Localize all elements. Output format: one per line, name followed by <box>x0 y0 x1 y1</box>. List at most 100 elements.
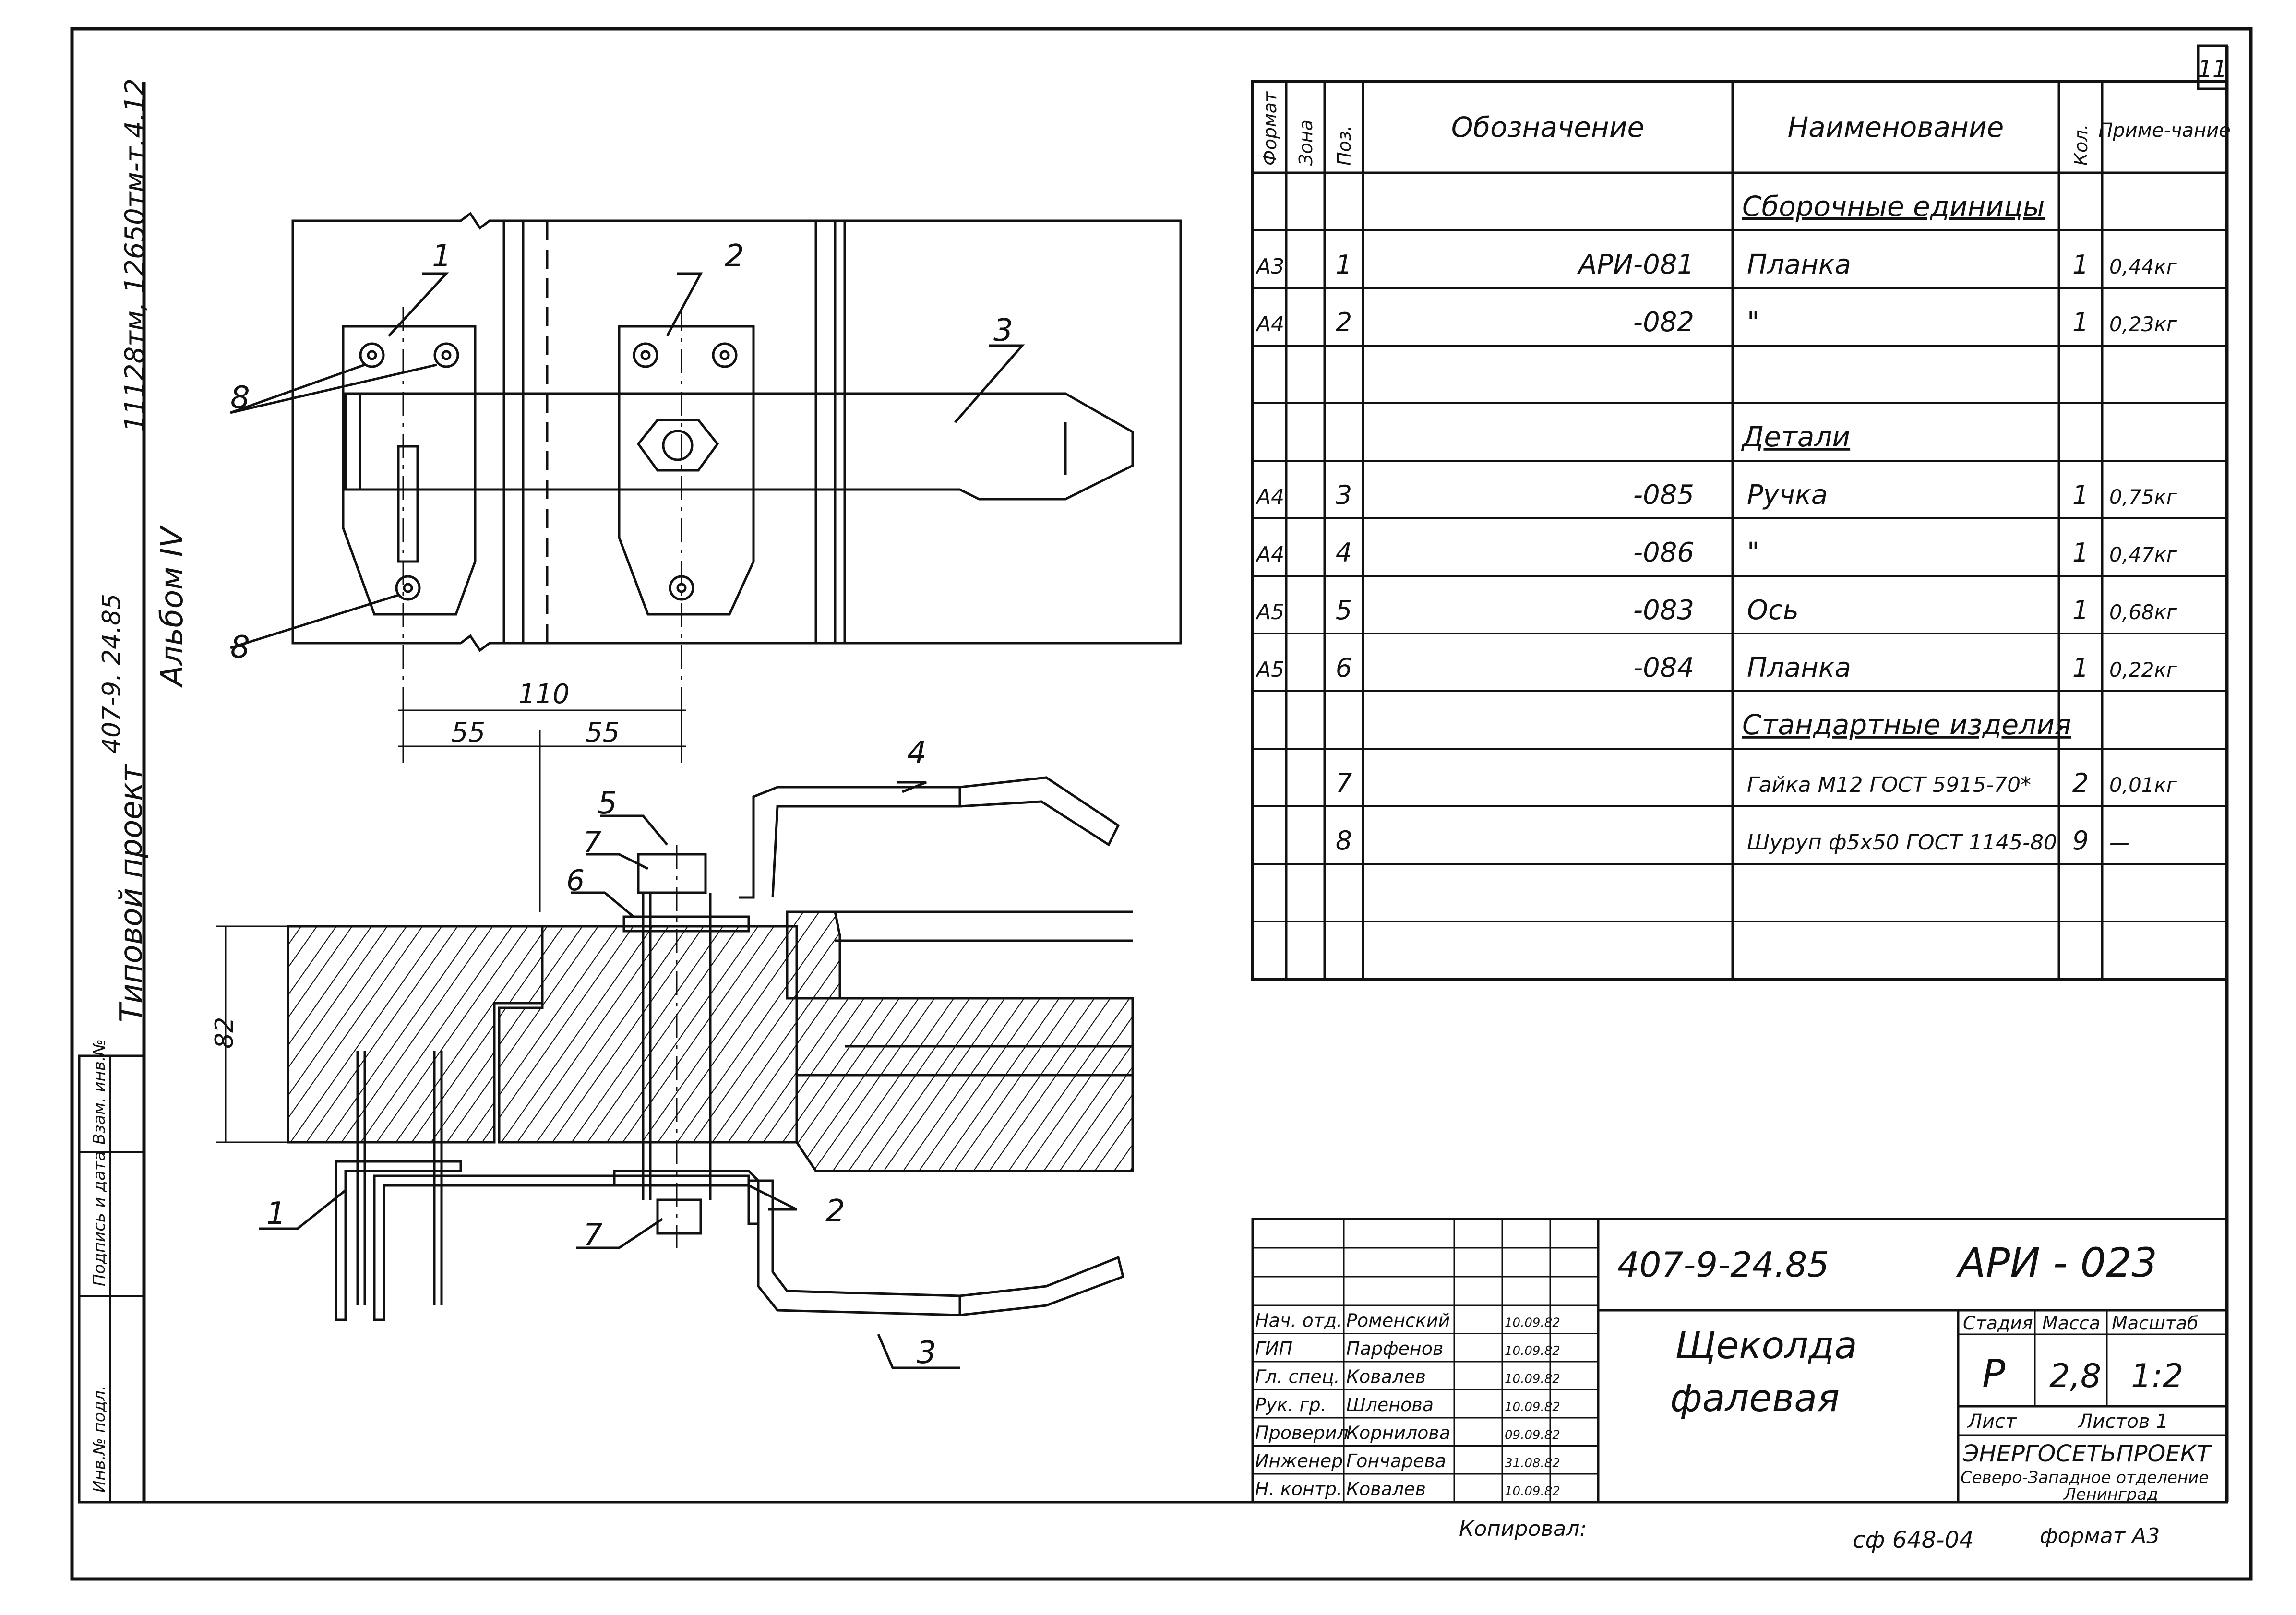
callout-3-top: 3 <box>993 313 1013 348</box>
signature-date: 10.09.82 <box>1505 1316 1560 1330</box>
spec-cell-name: Ось <box>1747 595 1799 626</box>
signature-role: Нач. отд. <box>1255 1310 1342 1331</box>
spec-cell-qty: 1 <box>2072 653 2089 683</box>
spec-cell-pos: 4 <box>1336 538 1352 568</box>
signature-name: Гончаревa <box>1346 1450 1446 1471</box>
dim-55-right: 55 <box>586 717 620 748</box>
spec-cell-qty: 1 <box>2072 307 2089 337</box>
spec-cell-note: 0,01кг <box>2109 773 2177 797</box>
spec-cell-name: Шуруп ф5х50 ГОСТ 1145-80 <box>1747 830 2057 855</box>
signature-role: Рук. гр. <box>1255 1394 1327 1415</box>
stage-label: Стадия <box>1963 1313 2033 1334</box>
format-label: формат А3 <box>2040 1524 2160 1548</box>
spec-cell-note: 0,47кг <box>2109 543 2177 566</box>
signature-name: Шленова <box>1346 1394 1434 1415</box>
spec-cell-format: А3 <box>1255 254 1284 279</box>
spec-header-cell: Обозначение <box>1451 111 1644 144</box>
callout-5-section: 5 <box>598 786 617 821</box>
spec-cell-note: 0,22кг <box>2109 658 2177 682</box>
spec-cell-note: 0,68кг <box>2109 600 2177 624</box>
spec-cell-format: А4 <box>1255 485 1284 509</box>
side-project-text: Типовой проект 407-9. 24.85 Альбом IV 11… <box>97 78 190 1022</box>
callout-8-top-b: 8 <box>230 630 250 665</box>
callout-1-top: 1 <box>432 239 452 274</box>
callout-8-top-a: 8 <box>230 380 250 416</box>
scale-label: Масштаб <box>2112 1313 2199 1334</box>
callout-2-section: 2 <box>825 1194 845 1229</box>
callout-1-section: 1 <box>266 1196 286 1232</box>
signature-role: Н. контр. <box>1255 1479 1342 1500</box>
spec-cell-note: 0,44кг <box>2109 255 2177 278</box>
spec-cell-pos: 3 <box>1336 480 1352 510</box>
signature-name: Парфенов <box>1346 1338 1443 1359</box>
spec-cell-pos: 8 <box>1336 825 1352 856</box>
spec-header-cell: Формат <box>1259 91 1280 166</box>
signature-role: Проверил <box>1255 1423 1349 1444</box>
dim-110: 110 <box>518 679 570 710</box>
spec-header-cell: Поз. <box>1334 125 1355 166</box>
spec-cell-designation: -083 <box>1633 595 1694 626</box>
stamp-signature-date: Подпись и дата <box>90 1151 109 1286</box>
callout-6-section: 6 <box>566 864 585 897</box>
signature-date: 31.08.82 <box>1505 1456 1560 1471</box>
spec-cell-qty: 1 <box>2072 250 2089 280</box>
spec-cell-format: А5 <box>1255 600 1284 624</box>
project-type-label: Типовой проект <box>114 764 149 1022</box>
dimension-lines <box>216 691 686 1143</box>
copied-by-label: Копировал: <box>1459 1517 1587 1541</box>
page-number: 11 <box>2198 56 2227 83</box>
stamp-vzam-inv: Взам. инв.№ <box>90 1039 109 1145</box>
org-city: Ленинград <box>2063 1485 2158 1504</box>
callout-3-section: 3 <box>917 1335 936 1371</box>
doc-code: 407-9-24.85 <box>1617 1244 1829 1285</box>
spec-cell-qty: 1 <box>2072 595 2089 625</box>
spec-cell-note: 0,75кг <box>2109 485 2177 509</box>
signature-role: Гл. спец. <box>1255 1366 1340 1388</box>
spec-cell-qty: 9 <box>2072 825 2089 856</box>
stamp-inv-podl: Инв.№ подл. <box>90 1385 109 1493</box>
signature-date: 10.09.82 <box>1505 1400 1560 1414</box>
dim-55-left: 55 <box>451 717 485 748</box>
spec-cell-pos: 2 <box>1336 307 1352 337</box>
spec-cell-name: " <box>1747 307 1759 338</box>
signature-role: ГИП <box>1255 1338 1292 1359</box>
dim-82: 82 <box>210 1017 239 1049</box>
spec-cell-designation: -085 <box>1633 479 1694 511</box>
sheet-code: АРИ - 023 <box>1956 1239 2157 1286</box>
spec-header-cell: Наименование <box>1788 111 2004 144</box>
inventory-number: сф 648-04 <box>1853 1527 1974 1554</box>
album-label: Альбом IV <box>155 525 190 688</box>
mass-value: 2,8 <box>2049 1357 2101 1395</box>
callout-4-section: 4 <box>907 735 927 771</box>
related-projects-label: 11128тм, 12650тм-т.4.12 <box>120 78 151 432</box>
spec-cell-designation: -084 <box>1633 652 1694 683</box>
left-stamp-column: Инв.№ подл. Подпись и дата Взам. инв.№ <box>78 1039 145 1504</box>
spec-cell-format: А4 <box>1255 312 1284 336</box>
spec-cell-designation: -086 <box>1633 537 1694 568</box>
spec-cell-qty: 2 <box>2072 768 2089 798</box>
spec-cell-format: А5 <box>1255 658 1284 682</box>
spec-cell-name: Планка <box>1747 249 1851 280</box>
spec-cell-name: " <box>1747 537 1759 568</box>
spec-cell-pos: 6 <box>1336 653 1352 683</box>
title-line-2: фалевая <box>1670 1377 1840 1420</box>
spec-cell-qty: 1 <box>2072 538 2089 568</box>
title-block <box>1251 1218 2228 1504</box>
spec-cell-name: Планка <box>1747 652 1851 683</box>
spec-cell-pos: 7 <box>1336 768 1352 798</box>
callout-7-section-top: 7 <box>583 825 601 859</box>
title-line-1: Щеколда <box>1675 1324 1857 1367</box>
page-number-box: 11 <box>2197 44 2228 90</box>
spec-section-heading: Детали <box>1741 420 1850 453</box>
stage-value: Р <box>1982 1352 2006 1396</box>
signature-role: Инженер <box>1255 1450 1343 1471</box>
spec-header-cell: Кол. <box>2070 124 2092 166</box>
org-branch: Северо-Западное отделение <box>1961 1468 2209 1487</box>
spec-cell-format: А4 <box>1255 542 1284 567</box>
scale-value: 1:2 <box>2131 1357 2183 1395</box>
spec-cell-name: Гайка М12 ГОСТ 5915-70* <box>1747 773 2031 797</box>
section-view <box>259 776 1134 1369</box>
signature-name: Корнилова <box>1346 1423 1450 1444</box>
